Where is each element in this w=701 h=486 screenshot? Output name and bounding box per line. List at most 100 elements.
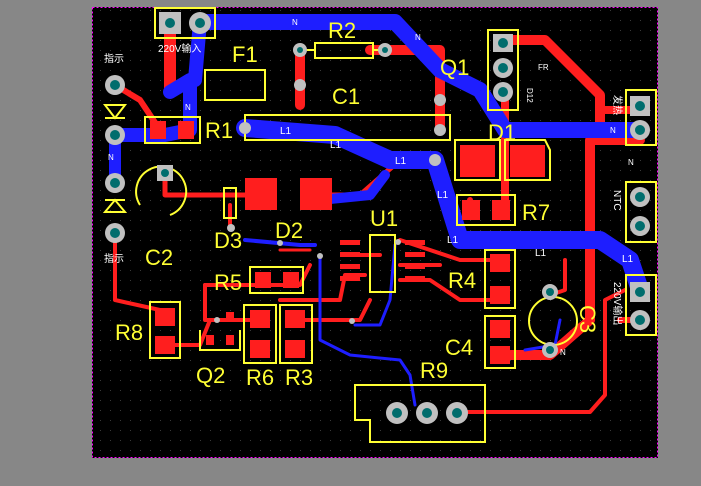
top-copper-layer[interactable]	[112, 16, 645, 414]
th-pad[interactable]	[429, 154, 441, 166]
pad-r3-2[interactable]	[285, 340, 305, 358]
c3-pads[interactable]	[542, 284, 558, 358]
pad-r8-1[interactable]	[155, 308, 175, 326]
pad-r4-1[interactable]	[490, 254, 510, 272]
via[interactable]	[349, 318, 355, 324]
pad-r6-1[interactable]	[250, 310, 270, 328]
net-label-n: N	[560, 348, 566, 357]
pad-r6-2[interactable]	[250, 340, 270, 358]
silk-heater: 发热	[611, 95, 624, 115]
outline-led-bottom	[102, 198, 128, 213]
th-hole	[635, 287, 645, 297]
blue-trace[interactable]	[315, 170, 390, 205]
blue-trace[interactable]	[318, 253, 417, 407]
pad-q2-1[interactable]	[206, 335, 214, 345]
r2-pads[interactable]	[293, 43, 392, 57]
pad-u1-5[interactable]	[405, 240, 425, 245]
right-connector-pads[interactable]	[630, 96, 650, 330]
blue-trace[interactable]	[243, 238, 317, 247]
c2-pads[interactable]	[157, 165, 173, 181]
outline-led-top	[102, 104, 128, 120]
pad-r8-2[interactable]	[155, 336, 175, 354]
th-hole	[110, 228, 120, 238]
pad-u1-6[interactable]	[405, 252, 425, 257]
red-trace[interactable]	[398, 238, 502, 262]
red-trace[interactable]	[293, 298, 372, 322]
pad-d1-1[interactable]	[460, 145, 495, 177]
pad-d2-2[interactable]	[300, 178, 332, 210]
red-trace[interactable]	[113, 233, 162, 312]
pad-u1-7[interactable]	[405, 264, 425, 269]
pad-u1-4[interactable]	[340, 276, 360, 281]
designator-c1: C1	[332, 84, 360, 109]
th-hole	[297, 47, 303, 53]
c1-pads[interactable]	[239, 79, 446, 166]
designator-r7: R7	[522, 200, 550, 225]
net-label-n: N	[610, 126, 616, 135]
pad-q2-3[interactable]	[226, 335, 234, 345]
pad-r1-1[interactable]	[150, 121, 166, 139]
th-pad[interactable]	[239, 122, 251, 134]
connector-input-pads[interactable]	[159, 12, 211, 34]
pad-u1-8[interactable]	[405, 276, 425, 281]
bottom-copper-layer[interactable]	[108, 14, 649, 407]
pad-c4-1[interactable]	[490, 320, 510, 338]
pad-r7-1[interactable]	[462, 200, 480, 220]
net-label-n: N	[108, 153, 114, 162]
pad-r1-2[interactable]	[178, 121, 194, 139]
pad-q2-2[interactable]	[226, 312, 234, 322]
th-hole	[635, 192, 645, 202]
red-trace[interactable]	[278, 273, 367, 302]
th-hole	[546, 288, 554, 296]
outline-d3	[223, 187, 237, 219]
designator-q1: Q1	[440, 55, 469, 80]
pad-r5-1[interactable]	[255, 272, 271, 288]
left-led-pads[interactable]	[105, 75, 125, 243]
net-label-l1: L1	[395, 156, 407, 167]
pad-c4-2[interactable]	[490, 346, 510, 364]
via[interactable]	[277, 240, 283, 246]
outline-u1	[369, 234, 396, 293]
outline-ntc-connector	[625, 181, 657, 243]
red-trace[interactable]	[162, 172, 263, 198]
vias[interactable]	[214, 224, 401, 324]
th-hole	[635, 125, 645, 135]
red-trace[interactable]	[495, 135, 645, 360]
th-pad[interactable]	[434, 94, 446, 106]
r9-pads[interactable]	[386, 402, 468, 424]
via[interactable]	[227, 224, 235, 232]
th-hole	[392, 408, 402, 418]
via[interactable]	[317, 253, 323, 259]
net-label-l1: L1	[535, 248, 547, 259]
pad-r5-2[interactable]	[283, 272, 299, 288]
via[interactable]	[395, 239, 401, 245]
net-label-l1: L1	[280, 126, 292, 137]
pad-r4-2[interactable]	[490, 286, 510, 304]
smd-pads[interactable]	[150, 121, 545, 364]
th-pad[interactable]	[434, 124, 446, 136]
designator-r9: R9	[420, 358, 448, 383]
pad-u1-3[interactable]	[340, 264, 360, 269]
pad-r3-1[interactable]	[285, 310, 305, 328]
pad-r7-2[interactable]	[492, 200, 510, 220]
pad-d2-1[interactable]	[245, 178, 277, 210]
pad-u1-2[interactable]	[340, 252, 360, 257]
designator-f1: F1	[232, 42, 258, 67]
blue-trace-n[interactable]	[192, 14, 648, 138]
th-hole	[498, 38, 508, 48]
red-trace[interactable]	[453, 288, 627, 414]
blue-trace[interactable]	[353, 243, 397, 327]
outline-f1	[204, 69, 266, 101]
pad-u1-1[interactable]	[340, 240, 360, 245]
via[interactable]	[214, 317, 220, 323]
red-trace[interactable]	[203, 263, 312, 287]
pad-d1-2[interactable]	[510, 145, 545, 177]
th-pad[interactable]	[294, 79, 306, 91]
through-hole-pads[interactable]	[105, 12, 650, 424]
red-trace[interactable]	[203, 283, 257, 322]
designator-r3: R3	[285, 365, 313, 390]
q1-pads[interactable]	[493, 34, 513, 102]
th-hole	[498, 63, 508, 73]
outline-heater-connector	[625, 89, 657, 146]
